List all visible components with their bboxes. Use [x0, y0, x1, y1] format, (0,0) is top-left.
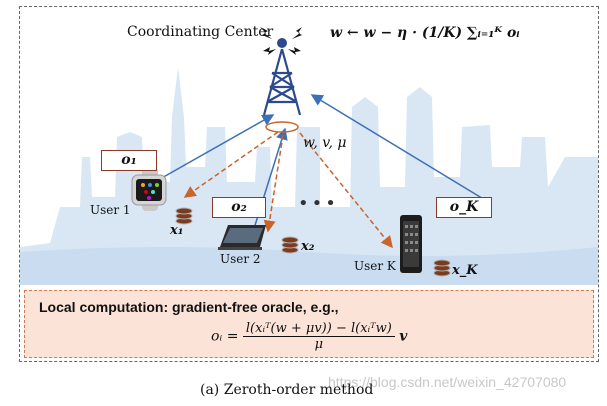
broadcast-arrow-user2 [263, 134, 284, 233]
data-stack-icon-userK [433, 259, 451, 277]
upload-arrow-user1 [159, 114, 275, 180]
data-x1-label: x₁ [170, 223, 184, 238]
oracle-lhs: oᵢ = [211, 328, 239, 345]
phone-icon [400, 215, 422, 273]
message-box-o1: o₁ [101, 150, 157, 171]
diagram-frame: Coordinating Center w ← w − η · (1/K) ∑ᵢ… [19, 6, 599, 362]
message-box-oK: o_K [436, 197, 492, 218]
broadcast-params-label: w, v, μ [303, 135, 347, 151]
skyline-shape [20, 67, 598, 277]
smartwatch-icon [131, 167, 167, 211]
data-x2-label: x₂ [301, 239, 315, 254]
more-users-ellipsis: ••• [298, 193, 339, 214]
signal-lightning-icon [260, 27, 302, 55]
tablet-icon [218, 225, 266, 250]
oracle-denominator: μ [314, 337, 324, 352]
data-xk-label: x_K [452, 263, 478, 278]
update-rule-formula: w ← w − η · (1/K) ∑ᵢ₌₁ᴷ oᵢ [330, 25, 520, 41]
user-k-label: User K [354, 259, 396, 273]
data-stack-icon-user2 [281, 236, 299, 254]
user-2-label: User 2 [220, 252, 261, 266]
local-computation-box: Local computation: gradient-free oracle,… [24, 290, 594, 358]
message-box-o2: o₂ [212, 197, 266, 218]
local-computation-title: Local computation: gradient-free oracle,… [39, 299, 339, 315]
broadcast-arrow-user1 [183, 131, 279, 198]
coordinating-center-label: Coordinating Center [127, 24, 274, 40]
watermark: https://blog.csdn.net/weixin_42707080 [328, 374, 567, 390]
skyline-base [20, 247, 598, 285]
tower-icon [262, 38, 302, 133]
city-skyline-background [20, 27, 598, 285]
data-stack-icon-user1 [175, 207, 193, 225]
oracle-numerator: l(xᵢᵀ(w + μv)) − l(xᵢᵀw) [242, 321, 395, 337]
oracle-rhs: v [399, 328, 408, 345]
upload-arrow-userK [310, 94, 491, 204]
oracle-fraction: l(xᵢᵀ(w + μv)) − l(xᵢᵀw) μ [242, 321, 395, 352]
broadcast-arrow-userK [299, 132, 393, 249]
figure-caption: (a) Zeroth-order method [200, 382, 374, 398]
user-1-label: User 1 [90, 203, 131, 217]
oracle-formula: oᵢ = l(xᵢᵀ(w + μv)) − l(xᵢᵀw) μ v [211, 321, 407, 352]
